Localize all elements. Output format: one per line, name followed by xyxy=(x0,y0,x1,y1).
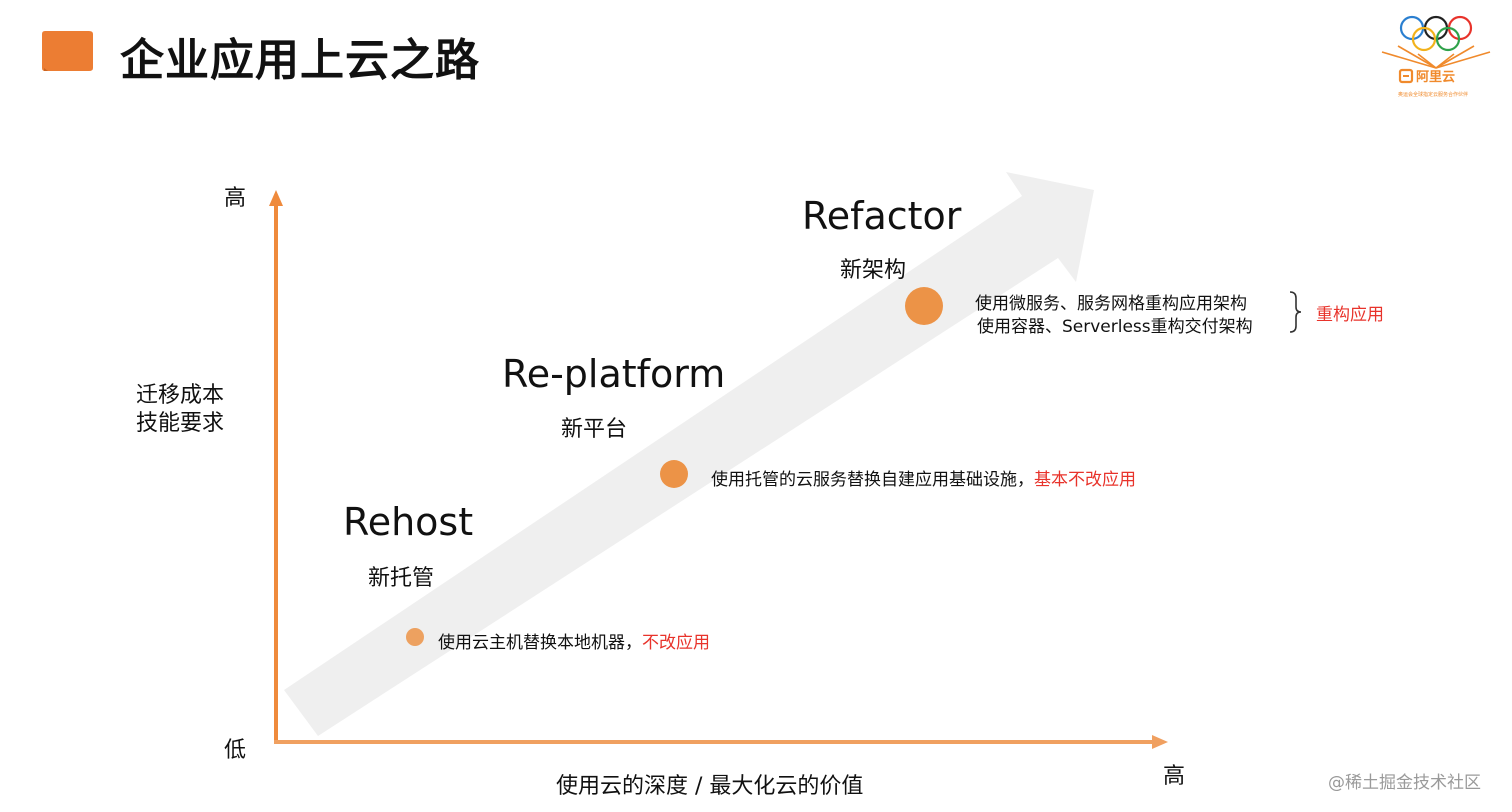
refactor-desc-line2: 使用容器、Serverless重构交付架构 xyxy=(977,317,1253,337)
right-brace-icon xyxy=(1289,291,1302,333)
logo-brand-text: 阿里云 xyxy=(1416,70,1455,85)
rehost-desc: 使用云主机替换本地机器，不改应用 xyxy=(438,628,710,653)
refactor-outcome: 重构应用 xyxy=(1316,305,1384,325)
replatform-stage-name: Re-platform xyxy=(502,352,726,396)
rehost-outcome: 不改应用 xyxy=(642,633,710,653)
replatform-outcome: 基本不改应用 xyxy=(1034,470,1136,490)
rehost-stage-subtitle: 新托管 xyxy=(368,566,435,591)
progress-arrow xyxy=(284,172,1094,736)
sun-rays-icon xyxy=(1381,45,1491,69)
title-flag-icon xyxy=(42,31,93,71)
y-axis-high-label: 高 xyxy=(224,186,247,211)
y-axis-title-line1: 迁移成本 xyxy=(136,383,225,408)
aliyun-logo: 阿里云 奥运会全球指定云服务合作伙伴 xyxy=(1381,15,1491,98)
refactor-stage-subtitle: 新架构 xyxy=(840,258,907,283)
replatform-stage-subtitle: 新平台 xyxy=(561,417,628,442)
refactor-dot xyxy=(905,287,943,325)
y-axis-arrowhead xyxy=(269,190,283,206)
logo-tagline: 奥运会全球指定云服务合作伙伴 xyxy=(1398,91,1468,98)
refactor-desc-line1: 使用微服务、服务网格重构应用架构 xyxy=(975,294,1247,314)
replatform-dot xyxy=(660,460,688,488)
x-axis-title: 使用云的深度 / 最大化云的价值 xyxy=(556,774,864,799)
y-axis-title: 迁移成本 技能要求 xyxy=(136,382,224,438)
rehost-desc-text: 使用云主机替换本地机器， xyxy=(438,633,642,653)
replatform-desc-text: 使用托管的云服务替换自建应用基础设施， xyxy=(711,470,1034,490)
y-axis-title-line2: 技能要求 xyxy=(136,411,225,436)
rehost-stage-name: Rehost xyxy=(343,500,474,544)
replatform-desc: 使用托管的云服务替换自建应用基础设施，基本不改应用 xyxy=(711,465,1136,490)
watermark: @稀土掘金技术社区 xyxy=(1328,773,1481,793)
x-axis-arrowhead xyxy=(1152,735,1168,749)
refactor-stage-name: Refactor xyxy=(802,194,962,238)
rehost-dot xyxy=(406,628,424,646)
page-title: 企业应用上云之路 xyxy=(120,35,480,86)
x-axis-high-label: 高 xyxy=(1163,764,1186,789)
olympic-rings-icon xyxy=(1399,15,1473,52)
y-axis-low-label: 低 xyxy=(224,738,247,763)
